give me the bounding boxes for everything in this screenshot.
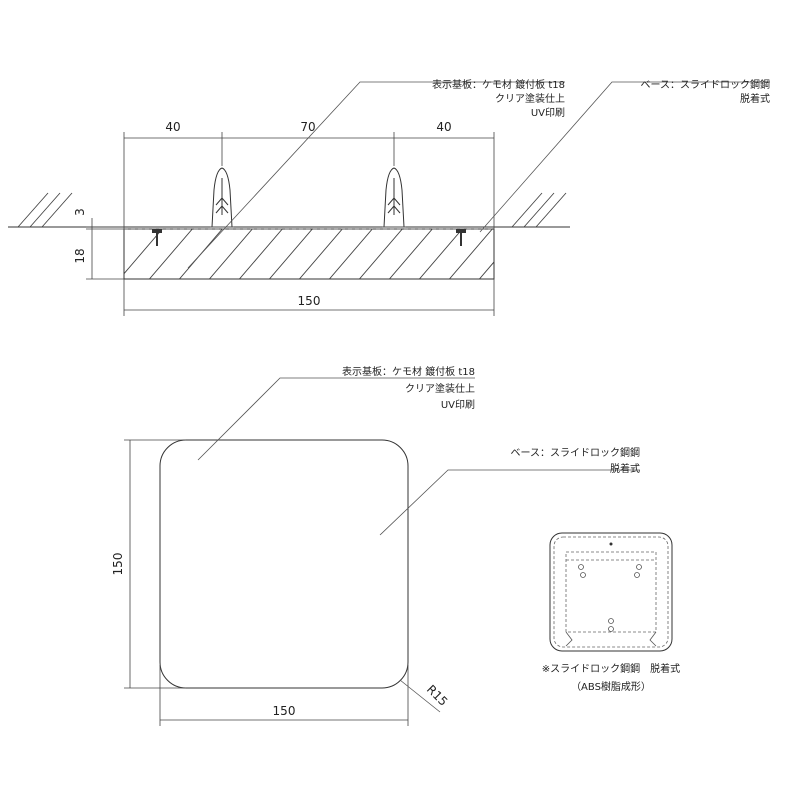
radius-label: R15 xyxy=(424,682,451,709)
screw-left xyxy=(152,229,162,246)
base-inner-frame xyxy=(565,551,657,633)
note-base-front-1: ベース：スライドロック鋼鋼 xyxy=(511,446,641,459)
dim-bottom-150: 150 xyxy=(298,294,321,308)
note-base-line1: ベース：スライドロック鋼鋼 xyxy=(641,78,771,91)
note-board-front-1: 表示基板：ケモ材 鍍付板 t18 xyxy=(342,365,475,378)
dim-left-3: 3 xyxy=(73,208,87,216)
dim-front-width xyxy=(159,665,409,726)
dim-left xyxy=(86,218,124,280)
base-holes xyxy=(578,564,642,632)
dim-top xyxy=(123,132,495,229)
base-caption-line1: ※スライドロック鋼鋼 脱着式 xyxy=(542,662,680,675)
note-board-line2: クリア塗装仕上 xyxy=(495,92,565,105)
dim-front-height xyxy=(124,439,186,689)
dim-bottom xyxy=(123,279,495,316)
dim-top-2: 70 xyxy=(300,120,315,134)
dim-top-1: 40 xyxy=(165,120,180,134)
leader-base-front xyxy=(379,469,640,536)
note-base-line2: 脱着式 xyxy=(740,92,770,105)
tab-left xyxy=(565,631,573,647)
clip-right xyxy=(382,167,406,228)
dim-front-150-horizontal: 150 xyxy=(273,704,296,718)
wall-hatch-left xyxy=(17,192,73,228)
clip-left xyxy=(210,167,234,228)
radius-leader xyxy=(399,679,441,713)
note-board-line3: UV印刷 xyxy=(531,107,565,119)
base-inner-dashed xyxy=(553,536,669,648)
note-board-front-3: UV印刷 xyxy=(441,399,475,411)
dim-front-150-vertical: 150 xyxy=(111,553,125,576)
tab-right xyxy=(649,631,657,647)
base-outer xyxy=(549,532,673,652)
leader-board-top xyxy=(187,81,565,269)
section-view: 40 70 40 150 3 18 表示基板：ケモ材 鍍付板 t18 クリア塗装… xyxy=(8,78,770,316)
note-base-front-2: 脱着式 xyxy=(610,462,640,475)
wall-hatch-right xyxy=(511,192,567,228)
sign-plate xyxy=(159,439,409,689)
base-detail-view: ※スライドロック鋼鋼 脱着式 （ABS樹脂成形） xyxy=(542,532,680,693)
dim-left-18: 18 xyxy=(73,248,87,263)
leader-board-front xyxy=(197,377,475,461)
leader-base-top xyxy=(479,81,770,233)
screw-right xyxy=(456,229,466,246)
note-board-line1: 表示基板：ケモ材 鍍付板 t18 xyxy=(432,78,565,91)
dim-top-3: 40 xyxy=(436,120,451,134)
display-board-section xyxy=(123,228,495,280)
note-board-front-2: クリア塗装仕上 xyxy=(405,382,475,395)
base-caption-line2: （ABS樹脂成形） xyxy=(571,680,651,693)
